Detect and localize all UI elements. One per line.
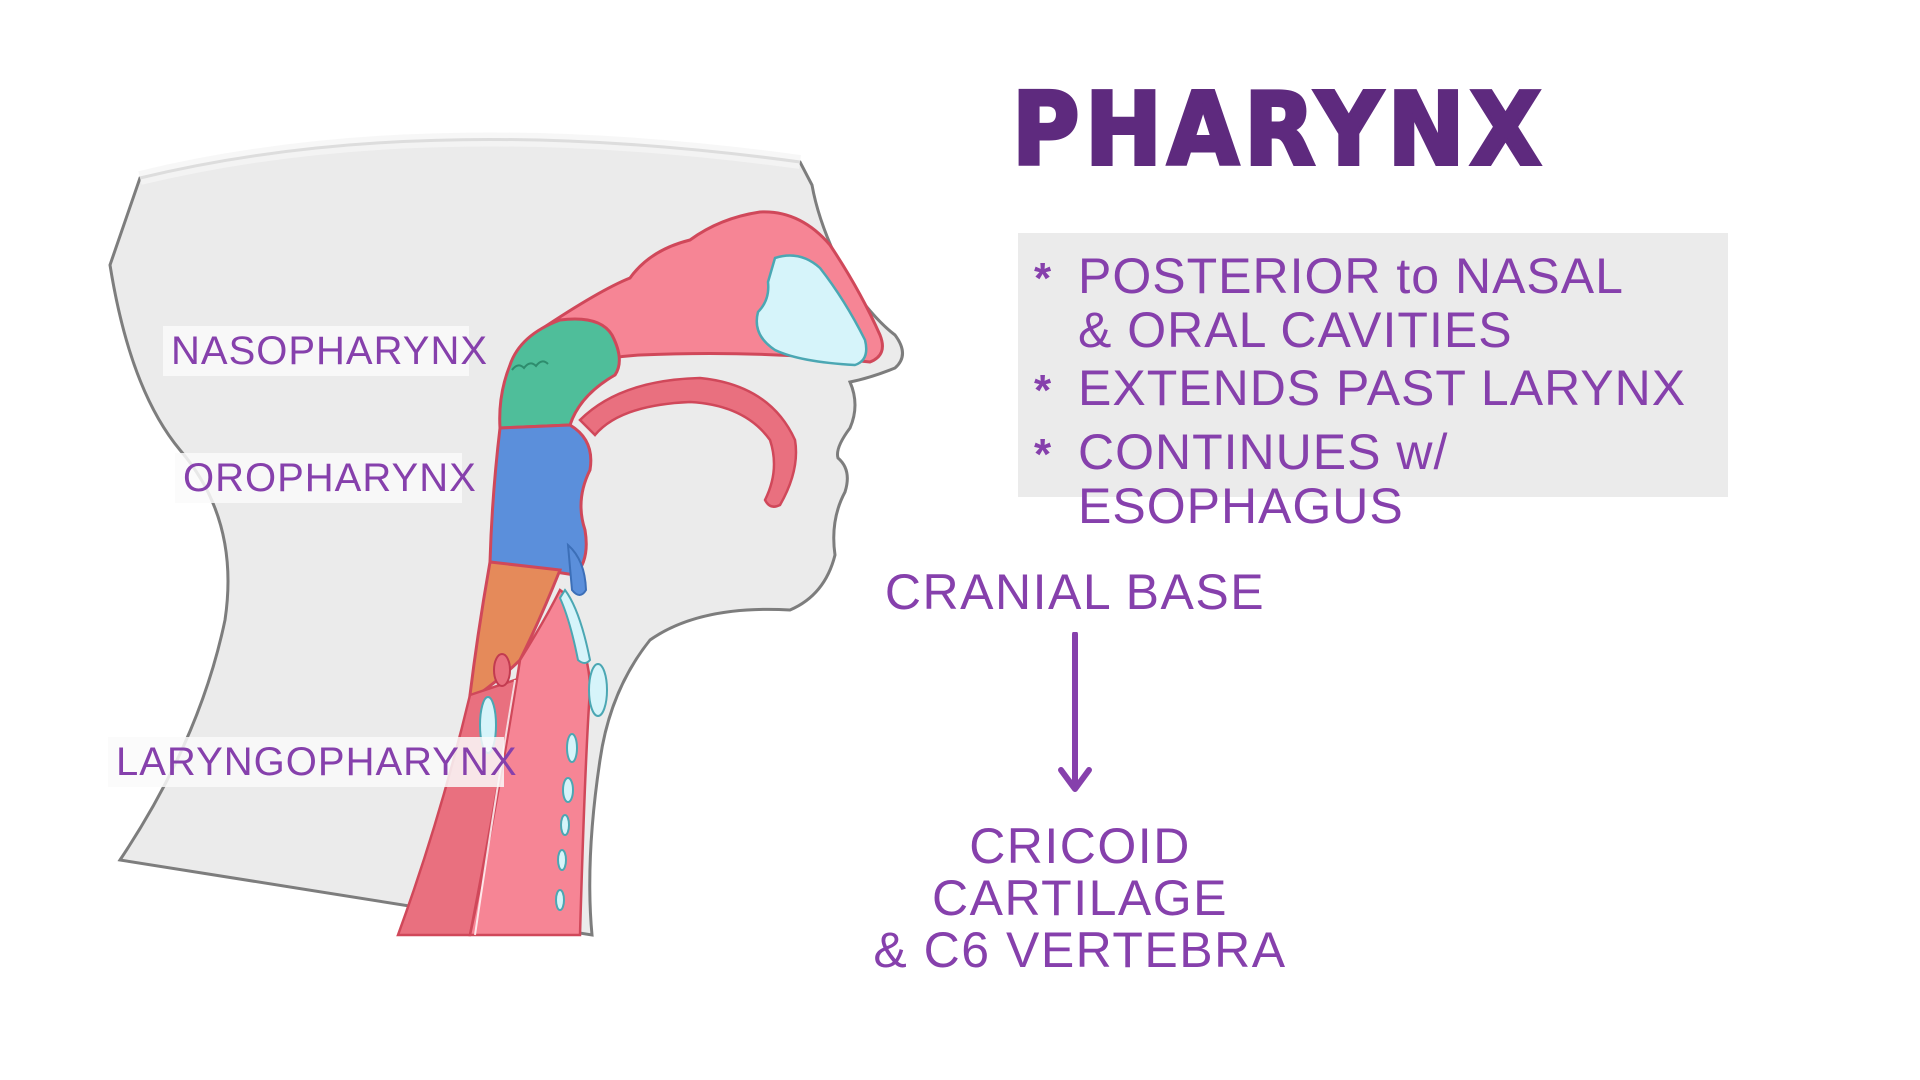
bullet-text: POSTERIOR to NASAL & ORAL CAVITIES (1078, 248, 1624, 358)
flow-start-label: CRANIAL BASE (884, 564, 1266, 620)
nasal-cartilage (755, 254, 868, 367)
asterisk-icon: * (1034, 254, 1053, 303)
down-arrow-icon (1058, 632, 1092, 792)
oropharynx-region (488, 423, 593, 577)
nasopharynx-label: NASOPHARYNX (163, 326, 487, 376)
bullet-text: EXTENDS PAST LARYNX (1078, 360, 1687, 416)
asterisk-icon: * (1034, 366, 1053, 415)
bullet-text: CONTINUES w/ ESOPHAGUS (1078, 424, 1449, 534)
oropharynx-label: OROPHARYNX (175, 453, 476, 503)
bullet-item: * CONTINUES w/ ESOPHAGUS (1034, 425, 1728, 533)
laryngopharynx-label: LARYNGOPHARYNX (108, 737, 517, 787)
asterisk-icon: * (1034, 430, 1053, 479)
palate (578, 376, 798, 508)
bullet-item: * POSTERIOR to NASAL & ORAL CAVITIES (1034, 249, 1728, 357)
bullet-item: * EXTENDS PAST LARYNX (1034, 361, 1728, 421)
epiglottis-cartilage (558, 588, 592, 664)
page-title: PHARYNX (1010, 71, 1547, 188)
flow-end-label: CRICOID CARTILAGE & C6 VERTEBRA (873, 818, 1287, 978)
nasopharynx-region (498, 317, 621, 430)
info-box: * POSTERIOR to NASAL & ORAL CAVITIES * E… (1018, 233, 1728, 533)
